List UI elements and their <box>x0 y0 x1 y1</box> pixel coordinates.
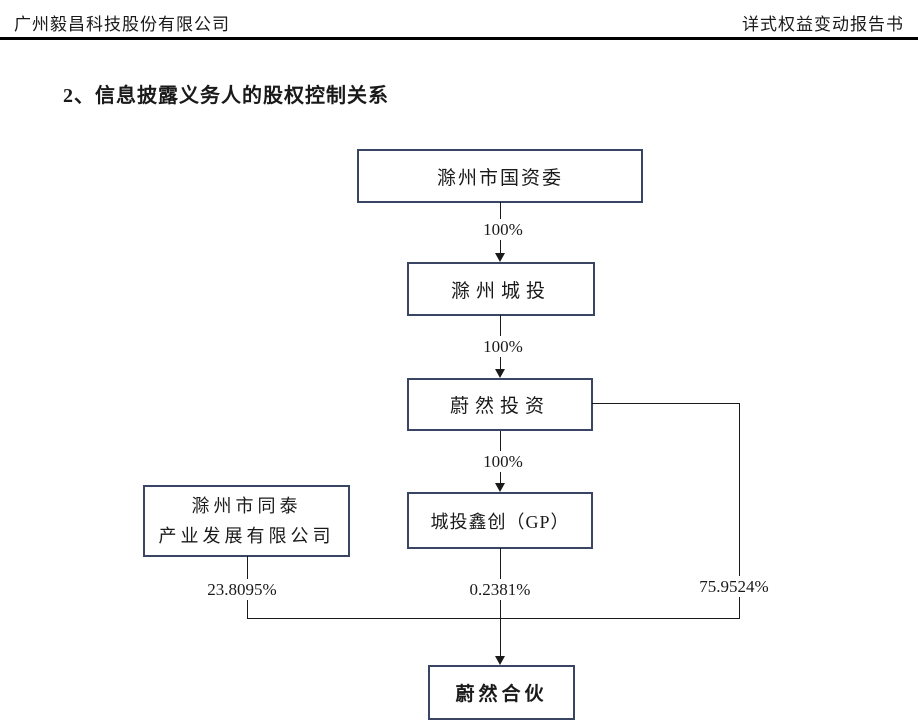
node-label: 滁州城投 <box>450 280 551 302</box>
edge-line-weiran-right-down <box>739 403 740 618</box>
node-label: 滁州市国资委 <box>436 167 563 189</box>
ownership-label-weiran-partnership: 75.9524% <box>695 576 773 597</box>
header-left-title: 广州毅昌科技股份有限公司 <box>14 15 230 34</box>
header-right-title: 详式权益变动报告书 <box>742 15 904 34</box>
ownership-label-sasac-chengtou: 100% <box>479 219 527 240</box>
ownership-label-tongtai-partnership: 23.8095% <box>203 579 281 600</box>
node-weiran-investment: 蔚然投资 <box>407 378 593 431</box>
section-title: 2、信息披露义务人的股权控制关系 <box>63 85 389 107</box>
ownership-label-chengtou-weiran: 100% <box>479 336 527 357</box>
header-divider <box>0 37 918 40</box>
edge-line-weiran-right <box>592 403 739 404</box>
arrowhead-down-icon <box>495 483 505 492</box>
node-label-line1: 滁州市同泰 <box>191 496 302 516</box>
arrowhead-down-icon <box>495 253 505 262</box>
node-chuzhou-chengtou: 滁州城投 <box>407 262 595 316</box>
edge-line-center-to-partnership <box>500 548 501 657</box>
node-weiran-partnership: 蔚然合伙 <box>428 665 575 720</box>
ownership-label-weiran-xinchuang: 100% <box>479 451 527 472</box>
node-label: 城投鑫创（GP） <box>430 511 570 532</box>
node-chengtou-xinchuang-gp: 城投鑫创（GP） <box>407 492 593 549</box>
edge-line-merge-connector <box>247 618 740 619</box>
node-label-line2: 产业发展有限公司 <box>158 526 335 546</box>
arrowhead-down-icon <box>495 369 505 378</box>
arrowhead-down-icon <box>495 656 505 665</box>
node-tongtai-industry: 滁州市同泰 产业发展有限公司 <box>143 485 350 557</box>
node-chuzhou-sasac: 滁州市国资委 <box>357 149 643 203</box>
ownership-label-xinchuang-partnership: 0.2381% <box>465 579 535 600</box>
node-label: 蔚然合伙 <box>455 684 548 705</box>
node-label: 蔚然投资 <box>449 396 550 417</box>
